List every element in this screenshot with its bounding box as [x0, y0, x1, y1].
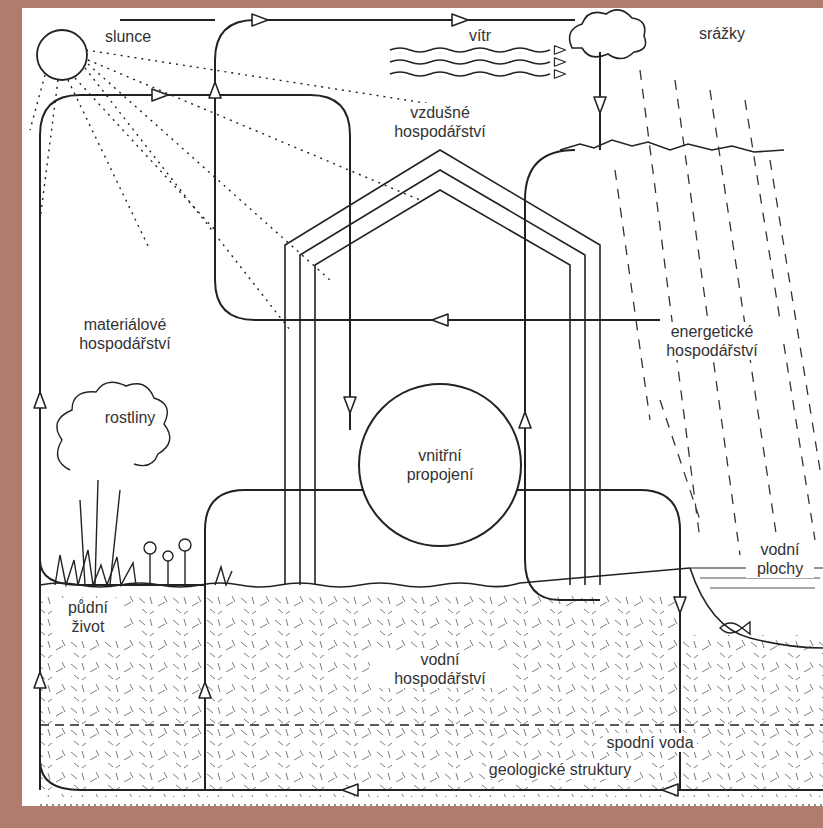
region-label: rostliny [102, 408, 159, 427]
region-label: vzdušné hospodářství [372, 103, 508, 141]
soil-hatching [40, 592, 680, 797]
region-label: slunce [102, 27, 154, 46]
sun [30, 30, 470, 330]
arrowheads [34, 14, 686, 796]
wind [390, 46, 566, 78]
paper [22, 8, 823, 806]
house-outline [285, 150, 600, 585]
region-label: vítr [466, 26, 494, 45]
rain [615, 70, 820, 560]
region-label: energetické hospodářství [642, 322, 783, 360]
soil-hatching [680, 635, 823, 797]
region-label: vodní plochy [746, 540, 814, 578]
region-label: srážky [696, 24, 748, 43]
region-label: materiálové hospodářství [55, 315, 196, 353]
region-label: geologické struktury [486, 760, 634, 779]
cloud [560, 10, 784, 152]
flow-loops [40, 20, 823, 790]
region-label: půdní život [56, 598, 120, 636]
fish [720, 622, 750, 634]
node-label: vnitřní propojení [386, 446, 494, 484]
region-label: spodní voda [603, 733, 696, 752]
region-label: vodní hospodářství [370, 650, 511, 688]
ground [40, 568, 823, 805]
circle-node: vnitřní propojení [358, 383, 522, 547]
